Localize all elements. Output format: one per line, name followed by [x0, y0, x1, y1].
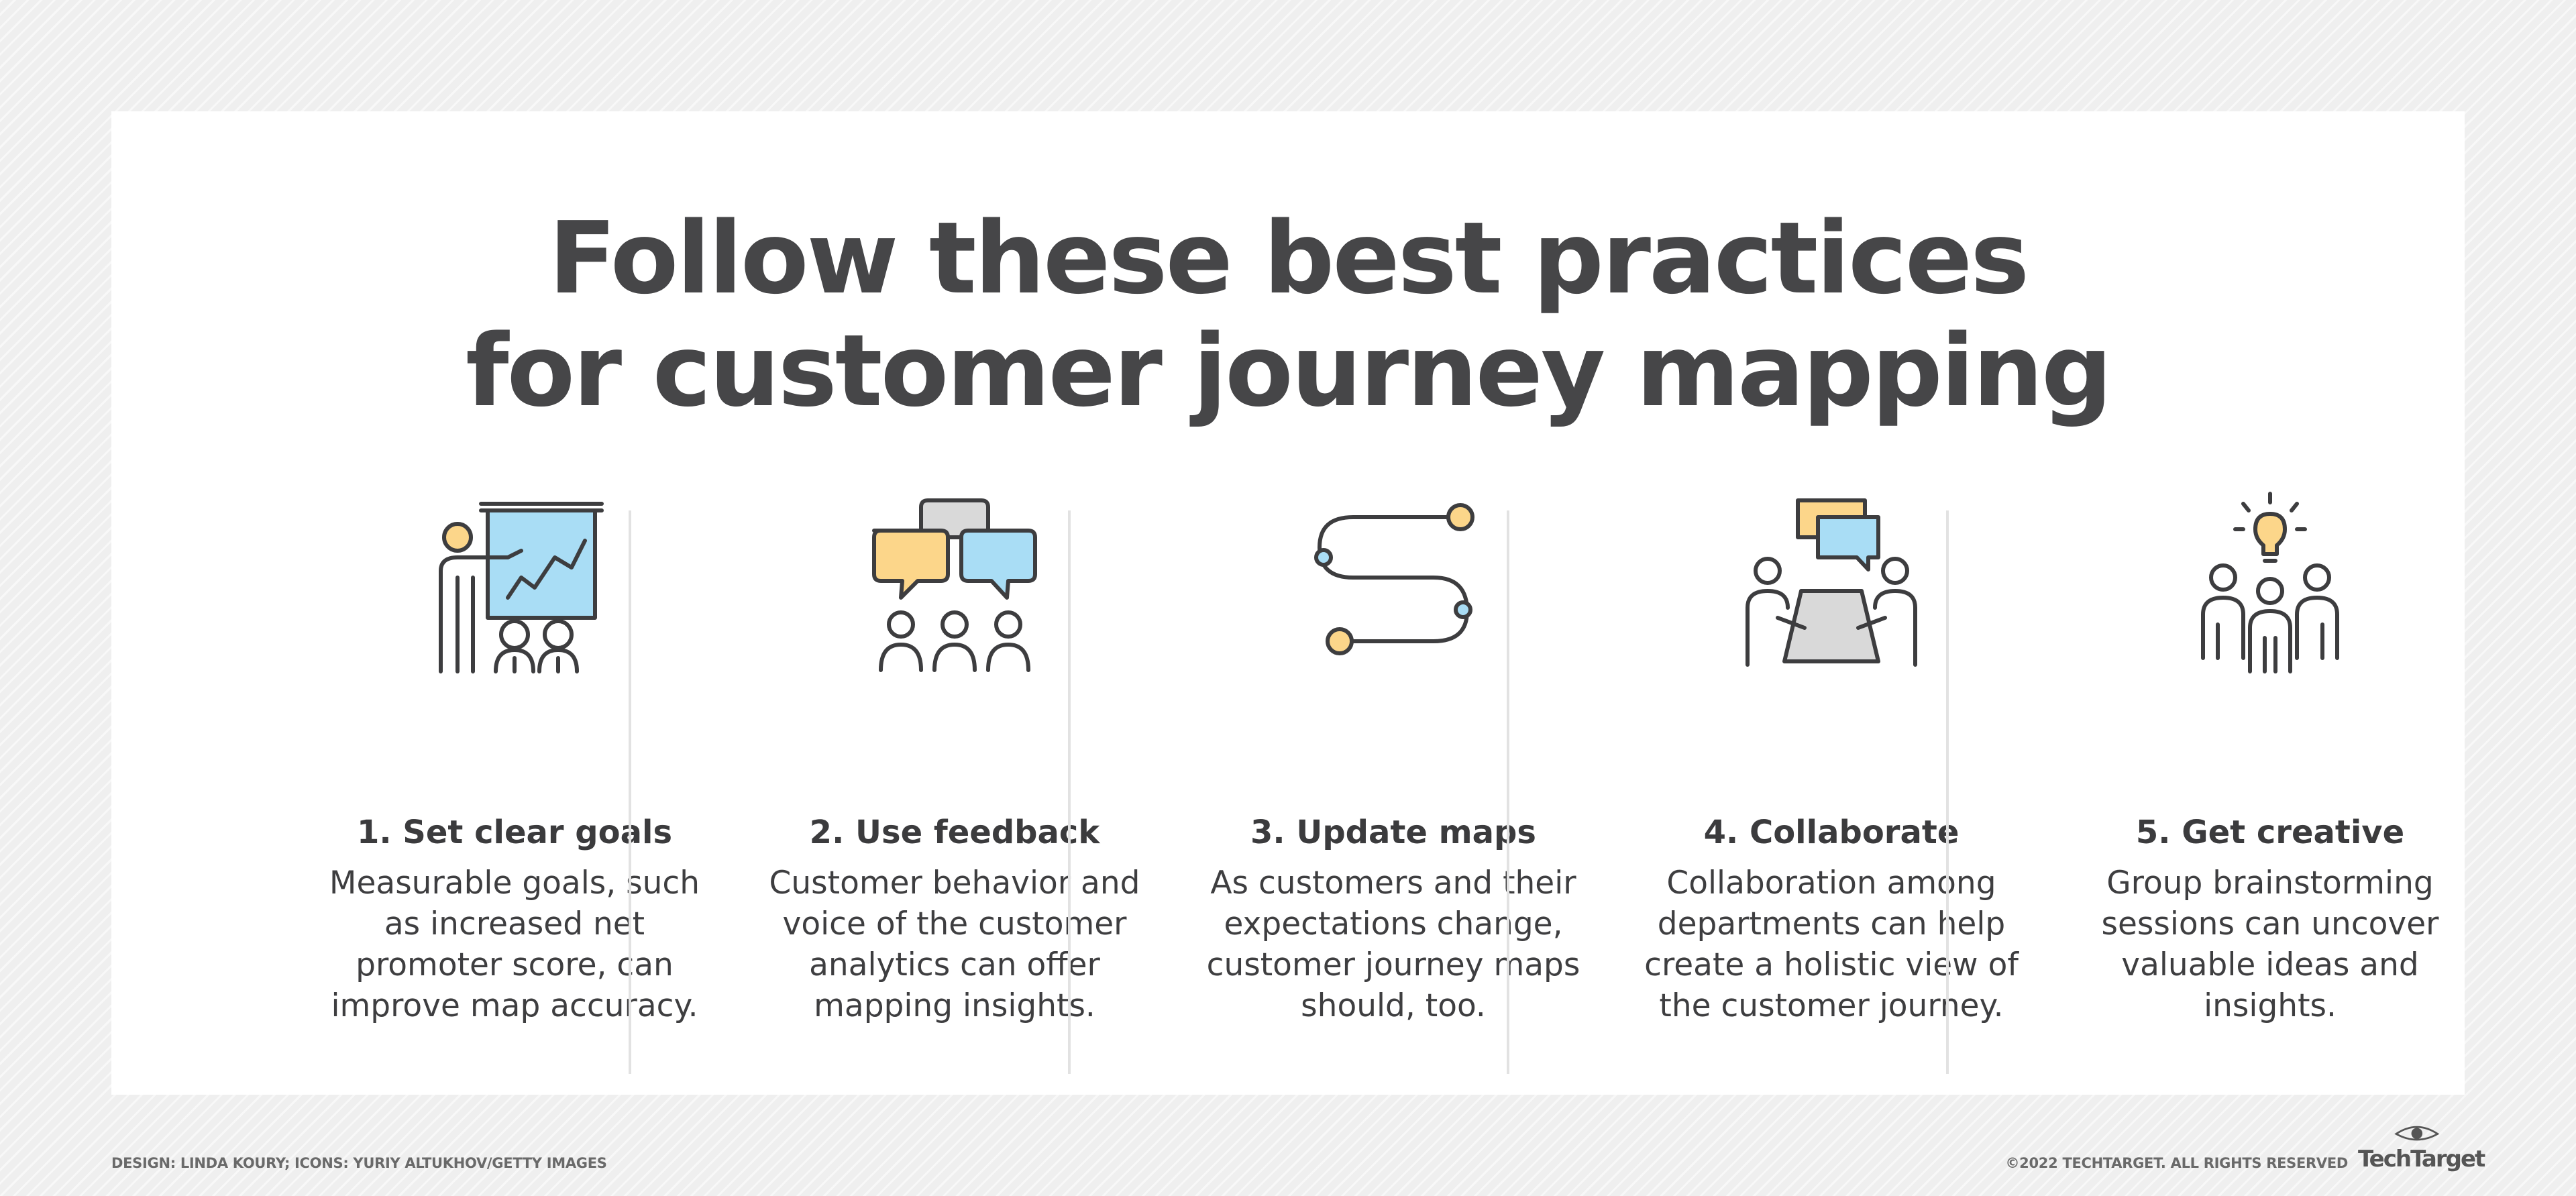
- practice-item-2: 2. Use feedback Customer behavior and vo…: [735, 497, 1174, 1074]
- practice-description: Collaboration among departments can help…: [1644, 865, 2019, 1024]
- practice-item-3: 3. Update maps As customers and their ex…: [1174, 497, 1613, 1074]
- practice-heading: 2. Use feedback: [809, 814, 1100, 851]
- meeting-table-icon: [1612, 497, 2051, 678]
- infographic-card: Follow these best practices for customer…: [111, 111, 2465, 1095]
- practice-heading: 3. Update maps: [1250, 814, 1536, 851]
- practice-heading: 1. Set clear goals: [356, 814, 673, 851]
- copyright-notice: ©2022 TECHTARGET. ALL RIGHTS RESERVED: [2005, 1155, 2348, 1171]
- practice-item-5: 5. Get creative Group brainstorming sess…: [2051, 492, 2489, 1074]
- practice-description: Measurable goals, such as increased net …: [329, 865, 700, 1024]
- page-title: Follow these best practices for customer…: [111, 202, 2465, 427]
- title-line-2: for customer journey mapping: [466, 313, 2112, 429]
- journey-path-icon: [1174, 497, 1613, 678]
- practice-heading: 5. Get creative: [2135, 814, 2405, 851]
- practice-item-4: 4. Collaborate Collaboration among depar…: [1612, 497, 2051, 1074]
- column-divider: [1946, 510, 1949, 1074]
- techtarget-logo[interactable]: TechTarget: [2358, 1119, 2485, 1173]
- column-divider: [1507, 510, 1509, 1074]
- column-divider: [1068, 510, 1071, 1074]
- practice-item-1: 1. Set clear goals Measurable goals, suc…: [295, 497, 734, 1074]
- practice-description: As customers and their expectations chan…: [1206, 865, 1580, 1024]
- title-line-1: Follow these best practices: [548, 201, 2030, 316]
- practice-heading: 4. Collaborate: [1703, 814, 1960, 851]
- practice-description: Group brainstorming sessions can uncover…: [2101, 865, 2439, 1024]
- presentation-icon: [295, 497, 734, 678]
- brainstorm-lightbulb-icon: [2051, 492, 2489, 678]
- column-divider: [629, 510, 631, 1074]
- design-credit: DESIGN: LINDA KOURY; ICONS: YURIY ALTUKH…: [111, 1155, 607, 1171]
- eye-logo-icon: [2394, 1126, 2440, 1141]
- brand-name: TechTarget: [2358, 1146, 2485, 1173]
- feedback-chat-icon: [735, 497, 1174, 678]
- practice-description: Customer behavior and voice of the custo…: [769, 865, 1140, 1024]
